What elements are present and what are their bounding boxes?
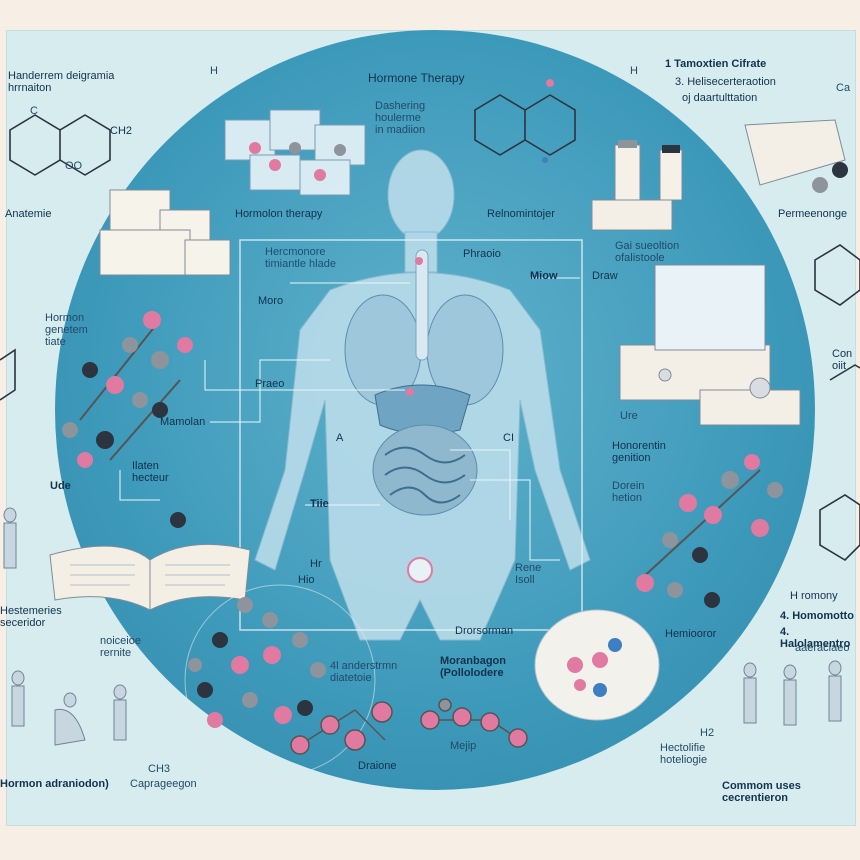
label-heliseceter: 3. Helisecerteraotion	[675, 76, 776, 88]
label-noice: noiceioe rernite	[100, 635, 141, 659]
label-hemiooror: Hemiooror	[665, 628, 717, 640]
label-mamolan: Mamolan	[160, 416, 206, 428]
label-praeo: Praeo	[255, 378, 285, 390]
label-daartulttation: oj daartulttation	[682, 92, 758, 104]
organs	[344, 249, 504, 583]
label-con: Con oiit	[832, 348, 853, 372]
molecule-bottom-left	[184, 584, 376, 776]
label-tamoxtien: 1 Tamoxtien Cifrate	[665, 58, 767, 70]
label-draw: Draw	[592, 270, 618, 282]
label-hromony: H romony	[790, 590, 838, 602]
label-right-h: H	[630, 65, 638, 77]
molecule-right	[636, 454, 783, 608]
label-caprag: Caprageegon	[130, 778, 197, 790]
label-ilaten: Ilaten hecteur	[132, 460, 169, 484]
label-top-left-h: H	[210, 65, 218, 77]
leader-lines	[119, 277, 580, 561]
label-rect-head: Hercmonore timiantle hlade	[265, 246, 336, 270]
petri-dish	[534, 609, 660, 721]
label-ure: Ure	[620, 410, 638, 422]
medicine-bottles	[591, 140, 683, 231]
label-moro: Moro	[258, 295, 284, 307]
people-illustrations	[3, 507, 842, 746]
molecule-left	[62, 311, 193, 528]
label-common-uses: Commom uses cecrentieron	[722, 780, 801, 804]
label-a: A	[336, 432, 344, 444]
label-ci: CI	[503, 432, 514, 444]
label-ch2: CH2	[110, 125, 133, 137]
hotplate	[744, 119, 848, 193]
label-mejip: Mejip	[450, 740, 477, 752]
medicine-boxes	[99, 189, 231, 276]
label-hormolon-therapy: Hormolon therapy	[235, 208, 323, 220]
label-honorentin: Honorentin genition	[612, 440, 666, 464]
label-moranbagon: Moranbagon (Pollolodere	[440, 655, 506, 679]
label-gai-sueoltion: Gai sueoltion ofalistoole	[615, 240, 680, 264]
label-tiie: Tiie	[310, 498, 329, 510]
label-homomotto: 4. Homomotto	[780, 610, 854, 622]
label-ude: Ude	[50, 480, 71, 492]
label-hio: Hio	[298, 574, 315, 586]
label-dorein: Dorein hetion	[612, 480, 645, 504]
label-aaeraciaeo: aaeraciaeo	[795, 642, 850, 654]
label-ch3: CH3	[148, 763, 171, 775]
label-miow: Miow	[530, 270, 558, 282]
book-illustration	[49, 543, 251, 611]
label-top-left: Handerrem deigramia hrrnaiton	[8, 70, 115, 94]
label-rene: Rene Isoll	[515, 562, 542, 586]
molecule-bottom-center	[290, 698, 528, 755]
label-hestem: Hestemeries seceridor	[0, 605, 62, 629]
inner-frame	[239, 239, 583, 631]
lab-equipment	[619, 264, 801, 426]
label-dashering: Dashering houlerme in madiion	[375, 100, 426, 136]
label-halolamentro: 4. Halolamentro	[780, 626, 851, 650]
title-hormone-therapy: Hormone Therapy	[368, 71, 465, 85]
label-c: C	[30, 105, 38, 117]
label-hormon-adran: Hormon adraniodon)	[0, 778, 109, 790]
label-h2: H2	[700, 727, 715, 739]
label-ca: Ca	[836, 82, 851, 94]
label-drorsorman: Drorsorman	[455, 625, 514, 637]
chemical-structures	[0, 79, 860, 562]
label-relnomintojer: Relnomintojer	[487, 208, 555, 220]
label-hormon-gen: Hormon genetem tiate	[45, 312, 88, 348]
label-anderstrmn: 4l anderstrmn diatetoie	[330, 660, 398, 684]
molecule-cube	[249, 142, 346, 181]
label-draione: Draione	[358, 760, 397, 772]
label-permeenonge: Permeenonge	[778, 208, 848, 220]
label-phraoio: Phraoio	[463, 248, 501, 260]
label-oo: OO	[65, 160, 83, 172]
label-hr: Hr	[310, 558, 322, 570]
label-anatemie: Anatemie	[5, 208, 52, 220]
label-hectolifie: Hectolifie hoteliogie	[660, 742, 708, 766]
